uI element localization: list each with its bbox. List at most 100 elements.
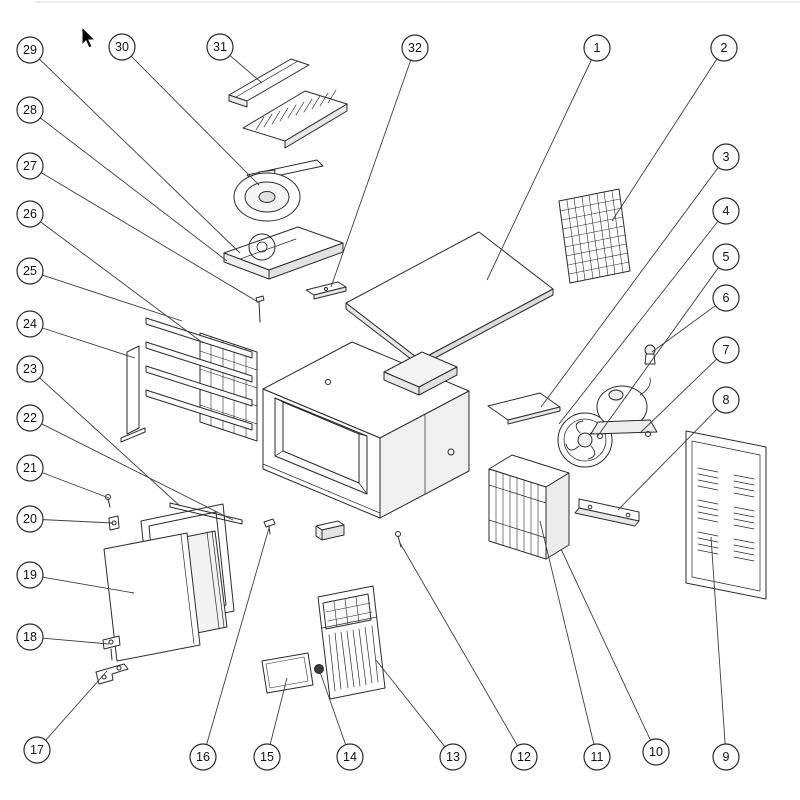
part-hinge-mid (102, 635, 121, 661)
leader-line-26 (40, 221, 204, 344)
callout-balloon-25 (16, 257, 44, 285)
leader-line-19 (42, 576, 135, 594)
leader-line-16 (206, 527, 270, 745)
callout-balloon-13 (439, 743, 467, 771)
callout-balloon-29 (16, 36, 44, 64)
leader-line-25 (42, 274, 183, 322)
callout-number-16: 16 (196, 750, 210, 764)
part-compressor (590, 377, 658, 439)
callout-number-7: 7 (723, 343, 730, 357)
leader-line-1 (486, 59, 592, 281)
callout-balloon-18 (16, 623, 44, 651)
leader-line-20 (42, 519, 114, 524)
callout-balloon-5 (712, 243, 740, 271)
callout-number-18: 18 (23, 630, 37, 644)
callout-balloon-8 (712, 386, 740, 414)
callout-25: 25 (16, 257, 183, 322)
callout-27: 27 (16, 152, 259, 303)
callout-30: 30 (108, 33, 260, 186)
part-nameplate (261, 652, 314, 694)
part-cover-plate (487, 392, 561, 425)
callout-28: 28 (16, 96, 228, 262)
part-button (314, 664, 324, 674)
leader-line-13 (375, 659, 446, 748)
callout-26: 26 (16, 200, 204, 344)
leader-line-11 (539, 520, 595, 745)
callout-balloon-17 (23, 736, 51, 764)
callout-number-13: 13 (446, 750, 460, 764)
part-pin (255, 295, 265, 323)
callout-8: 8 (617, 386, 740, 511)
callout-balloon-30 (108, 33, 136, 61)
callout-number-22: 22 (23, 411, 37, 425)
callout-balloon-24 (16, 310, 44, 338)
leader-line-2 (611, 58, 718, 222)
part-sill-rod (169, 502, 243, 525)
callout-13: 13 (375, 659, 467, 771)
leader-line-23 (39, 377, 181, 507)
callout-1: 1 (486, 34, 611, 281)
callout-number-11: 11 (591, 750, 604, 764)
callout-balloon-9 (712, 743, 740, 771)
callout-number-32: 32 (408, 41, 422, 55)
leader-line-6 (651, 305, 716, 353)
callout-number-23: 23 (23, 362, 37, 376)
callout-12: 12 (399, 542, 538, 771)
callout-24: 24 (16, 310, 136, 359)
callout-22: 22 (16, 404, 234, 521)
callout-balloon-28 (16, 96, 44, 124)
callout-number-12: 12 (517, 750, 531, 764)
callout-number-4: 4 (723, 204, 730, 218)
part-control-box (315, 520, 345, 541)
callout-19: 19 (16, 561, 135, 594)
exploded-view-artwork (95, 58, 767, 700)
part-mounting-rail (574, 498, 640, 527)
callout-number-17: 17 (30, 743, 44, 757)
part-screw-lower (395, 531, 402, 548)
leader-line-9 (710, 536, 726, 745)
callout-3: 3 (540, 143, 740, 408)
callout-21: 21 (16, 454, 110, 499)
leader-line-21 (41, 472, 110, 499)
callout-5: 5 (596, 243, 740, 438)
callout-16: 16 (189, 527, 270, 771)
callout-balloon-6 (712, 284, 740, 312)
leader-line-17 (45, 670, 108, 741)
part-door (103, 530, 228, 662)
callout-31: 31 (206, 33, 263, 84)
callout-balloon-20 (16, 505, 44, 533)
callout-number-3: 3 (723, 150, 730, 164)
callout-number-1: 1 (594, 41, 601, 55)
callout-balloon-15 (253, 743, 281, 771)
callout-balloon-16 (189, 743, 217, 771)
callout-balloon-1 (583, 34, 611, 62)
callout-number-6: 6 (723, 291, 730, 305)
leader-line-4 (558, 220, 719, 425)
part-back-panel (685, 430, 767, 600)
callout-18: 18 (16, 623, 110, 651)
part-top-brackets (228, 58, 348, 149)
callout-balloon-27 (16, 152, 44, 180)
callout-number-5: 5 (723, 250, 730, 264)
leader-line-22 (41, 423, 234, 521)
callout-balloon-22 (16, 404, 44, 432)
callout-balloon-2 (710, 34, 738, 62)
callout-balloon-4 (712, 197, 740, 225)
part-screw-upper (105, 494, 111, 508)
part-shelf-assembly (120, 317, 258, 443)
callout-2: 2 (611, 34, 738, 222)
callout-number-26: 26 (23, 207, 37, 221)
part-clip (263, 518, 276, 535)
callout-number-20: 20 (23, 512, 37, 526)
callout-20: 20 (16, 505, 114, 533)
leader-line-8 (617, 408, 718, 511)
callout-9: 9 (710, 536, 740, 771)
callout-number-27: 27 (23, 159, 37, 173)
callout-balloon-10 (642, 738, 670, 766)
callout-balloon-21 (16, 454, 44, 482)
callout-6: 6 (651, 284, 740, 353)
leader-line-24 (42, 327, 136, 359)
part-condenser-coil (488, 454, 570, 560)
callout-15: 15 (253, 677, 288, 771)
callout-7: 7 (639, 336, 740, 434)
